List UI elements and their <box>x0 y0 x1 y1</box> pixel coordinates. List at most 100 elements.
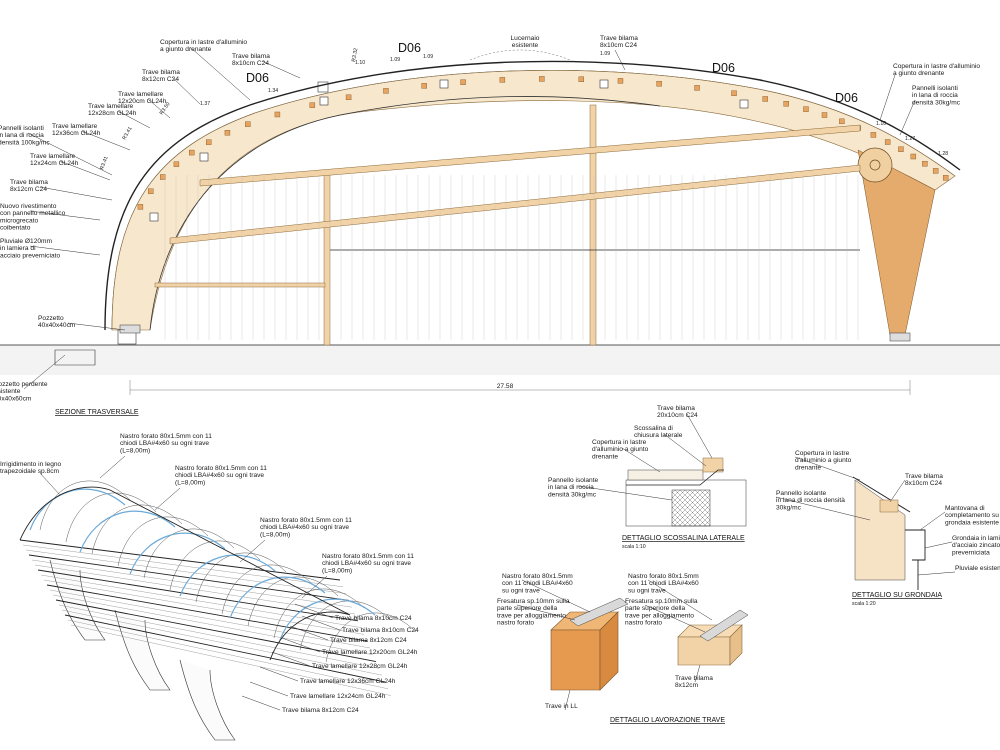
purlin-7 <box>245 121 251 127</box>
axo-beam-leader-1 <box>301 615 341 631</box>
seg-dim-8: 1.27 <box>905 136 915 142</box>
axo-leader-irrigidimento <box>39 472 61 496</box>
purlin-23 <box>803 106 809 112</box>
axo-tape-4 <box>229 576 326 619</box>
trave-ll-front <box>550 629 601 691</box>
scossalina-beam <box>702 457 724 473</box>
bracket-6 <box>739 99 749 109</box>
cross-section: 27.58 D06 D06 D06 D06 1.37 1.34 1.10 1.0… <box>0 35 1000 416</box>
axo-tape-5 <box>279 598 376 641</box>
left-leader-1 <box>261 60 301 79</box>
nastro-forato-2 <box>699 609 749 642</box>
axo-beam-leader-3 <box>281 637 321 653</box>
axo-nastro-leader-2 <box>239 539 266 563</box>
roof-purlins <box>137 76 949 210</box>
purlin-21 <box>762 96 768 102</box>
purlin-27 <box>870 132 877 138</box>
axo-tape-0 <box>29 488 126 531</box>
axo-leg-2 <box>179 659 236 741</box>
purlin-10 <box>345 94 352 101</box>
low-beam <box>154 282 326 288</box>
module-tag-4: D06 <box>835 91 858 105</box>
purlin-11 <box>383 88 389 94</box>
grondaia-scale: scala 1:20 <box>852 601 876 607</box>
scossalina-flashing <box>626 469 724 486</box>
purlin-5 <box>206 139 212 145</box>
vdim-2: R3.41 <box>122 126 134 141</box>
left-leader-9 <box>29 210 101 221</box>
nastro-forato-1 <box>569 597 629 627</box>
module-tag-2: D06 <box>246 71 269 85</box>
purlin-13 <box>460 79 466 85</box>
left-leader-0 <box>189 46 251 101</box>
axo-leg-0 <box>49 559 106 641</box>
purlin-24 <box>821 112 828 118</box>
trave-leader-2 <box>647 579 713 621</box>
axo-nastro-leader-0 <box>99 455 126 479</box>
axo-tape-1 <box>79 510 176 553</box>
purlin-3 <box>173 161 180 167</box>
left-leader-4 <box>117 110 151 129</box>
main-arch-beam <box>111 70 956 331</box>
purlin-6 <box>224 130 231 136</box>
grondaia-leader-4 <box>924 541 953 549</box>
axo-beam-leader-5 <box>259 666 299 682</box>
purlin-1 <box>148 188 154 194</box>
axo-beam-label-4: Trave lamellare 12x28cm GL24h <box>312 663 408 670</box>
axo-beam-label-1: Trave bilama 8x10cm C24 <box>342 627 419 634</box>
axo-beam-label-3: Trave lamellare 12x20cm GL24h <box>322 649 418 656</box>
gutter <box>905 529 926 561</box>
axo-rib-0 <box>39 480 131 531</box>
axo-purlin-6 <box>37 569 359 622</box>
purlin-8 <box>274 111 281 118</box>
purlin-28 <box>884 139 891 145</box>
axo-beam-leader-2 <box>289 625 329 641</box>
trave-label-4: Trave in LL <box>545 703 578 710</box>
column-1 <box>323 169 331 346</box>
axo-beam-leader-7 <box>241 695 281 711</box>
axo-purlin-3 <box>28 554 350 601</box>
purlin-14 <box>499 77 506 83</box>
diagonal-beam-2 <box>169 164 861 245</box>
axo-beam-label-0: Trave bilama 8x10cm C24 <box>335 615 412 622</box>
axo-beam-label-2: Trave bilama 8x12cm C24 <box>330 637 407 644</box>
purlin-32 <box>932 168 939 174</box>
vdim-1: R3.41 <box>99 156 109 171</box>
left-leader-11 <box>67 322 126 331</box>
pozzetto-perdente <box>54 349 96 366</box>
axo-beam-label-7: Trave bilama 8x12cm C24 <box>282 707 359 714</box>
trave-leader-3 <box>644 604 706 633</box>
purlin-17 <box>617 78 624 84</box>
left-leader-2 <box>171 76 201 105</box>
trave-ll-side <box>599 611 619 691</box>
bracket-1 <box>149 212 159 222</box>
module-tag-3: D06 <box>712 61 735 75</box>
skylight-outline <box>469 49 571 61</box>
seg-dim-3: 1.10 <box>355 60 365 66</box>
pluviale-head <box>317 81 329 93</box>
axo-purlin-1 <box>22 544 344 587</box>
purlin-31 <box>922 161 928 167</box>
left-leader-8 <box>39 186 113 201</box>
